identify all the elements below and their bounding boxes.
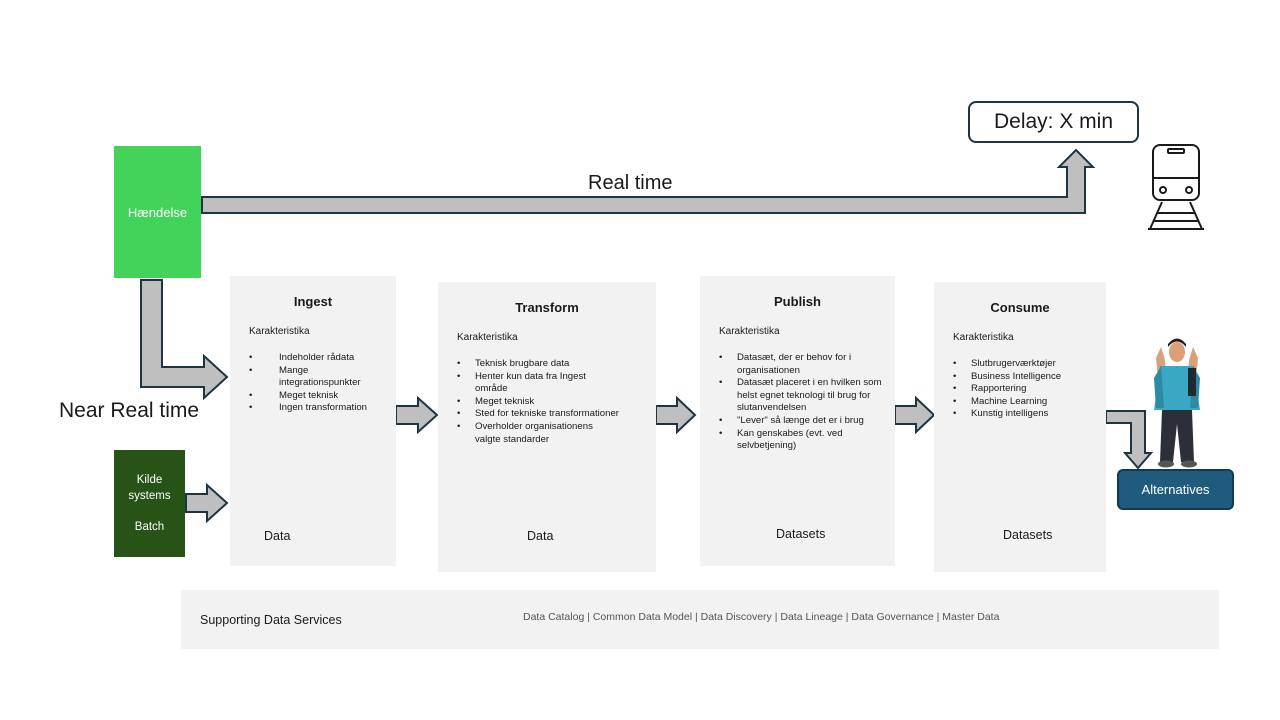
- transform-subhead: Karakteristika: [457, 332, 518, 343]
- list-item: •Machine Learning: [953, 395, 1048, 407]
- delay-label: Delay: X min: [993, 110, 1114, 133]
- list-item: •Teknisk brugbare data: [457, 358, 570, 369]
- list-item: •Meget teknisk: [457, 395, 535, 407]
- source-line-3: Batch: [134, 521, 165, 533]
- delay-box: Delay: X min: [968, 101, 1139, 143]
- list-item: •Meget teknisk: [249, 389, 339, 401]
- ingest-subhead: Karakteristika: [249, 326, 310, 337]
- list-item: •Datasæt placeret i en hvilken som helst…: [719, 377, 882, 414]
- real-time-label: Real time: [588, 172, 673, 194]
- transform-footer: Data: [527, 529, 554, 543]
- list-item: •Ingen transformation: [249, 402, 367, 414]
- consume-list: •Slutbrugerværktøjer •Business Intellige…: [953, 358, 1101, 421]
- list-item: •Rapportering: [953, 383, 1027, 395]
- near-real-time-label: Near Real time: [59, 399, 200, 422]
- publish-footer: Datasets: [776, 527, 826, 541]
- supporting-title: Supporting Data Services: [200, 613, 342, 627]
- ingest-list: •Indeholder rådata •Mange integrationspu…: [249, 352, 389, 415]
- supporting-items: Data Catalog | Common Data Model | Data …: [523, 611, 1000, 623]
- event-box: Hændelse: [114, 146, 201, 278]
- publish-to-consume-arrow: [894, 395, 936, 435]
- source-line-1: Kilde: [136, 474, 163, 486]
- person-icon: [1154, 338, 1200, 468]
- publish-panel: Publish Karakteristika •Datasæt, der er …: [700, 276, 895, 566]
- list-item: •Henter kun data fra Ingest område: [457, 370, 586, 395]
- ingest-footer: Data: [264, 529, 291, 543]
- list-item: •Business Intelligence: [953, 370, 1062, 382]
- train-icon: [1148, 144, 1204, 230]
- near-real-time-arrow: [140, 279, 229, 401]
- consume-footer: Datasets: [1003, 528, 1053, 542]
- consume-to-alternatives-arrow: [1105, 410, 1154, 470]
- consume-subhead: Karakteristika: [953, 332, 1014, 343]
- publish-subhead: Karakteristika: [719, 326, 780, 337]
- list-item: •Kunstig intelligens: [953, 408, 1049, 420]
- transform-to-publish-arrow: [655, 395, 697, 435]
- list-item: •Overholder organisationens valgte stand…: [457, 420, 593, 445]
- publish-title: Publish: [774, 294, 821, 309]
- source-line-2: systems: [128, 490, 171, 502]
- ingest-panel: Ingest Karakteristika •Indeholder rådata…: [230, 276, 396, 566]
- consume-panel: Consume Karakteristika •Slutbrugerværktø…: [934, 282, 1106, 572]
- real-time-arrow: [201, 148, 1096, 214]
- list-item: •Slutbrugerværktøjer: [953, 358, 1056, 369]
- list-item: •Sted for tekniske transformationer: [457, 408, 619, 420]
- consume-title: Consume: [990, 300, 1050, 315]
- alternatives-label: Alternatives: [1141, 482, 1210, 497]
- ingest-title: Ingest: [293, 294, 333, 309]
- event-label: Hændelse: [127, 204, 188, 220]
- ingest-to-transform-arrow: [395, 395, 439, 435]
- list-item: •Mange integrationspunkter: [249, 364, 361, 389]
- source-systems-box: Kilde systems Batch: [114, 450, 185, 557]
- transform-list: •Teknisk brugbare data •Henter kun data …: [457, 358, 620, 446]
- transform-panel: Transform Karakteristika •Teknisk brugba…: [438, 282, 656, 572]
- alternatives-box: Alternatives: [1117, 469, 1234, 510]
- list-item: •Kan genskabes (evt. ved selvbetjening): [719, 427, 843, 452]
- list-item: •Indeholder rådata: [249, 352, 355, 363]
- publish-list: •Datasæt, der er behov for i organisatio…: [719, 352, 887, 453]
- batch-arrow: [185, 482, 229, 524]
- list-item: •"Lever" så længe det er i brug: [719, 414, 864, 426]
- list-item: •Datasæt, der er behov for i organisatio…: [719, 352, 852, 376]
- supporting-services-panel: Supporting Data Services Data Catalog | …: [181, 590, 1219, 649]
- transform-title: Transform: [515, 300, 579, 315]
